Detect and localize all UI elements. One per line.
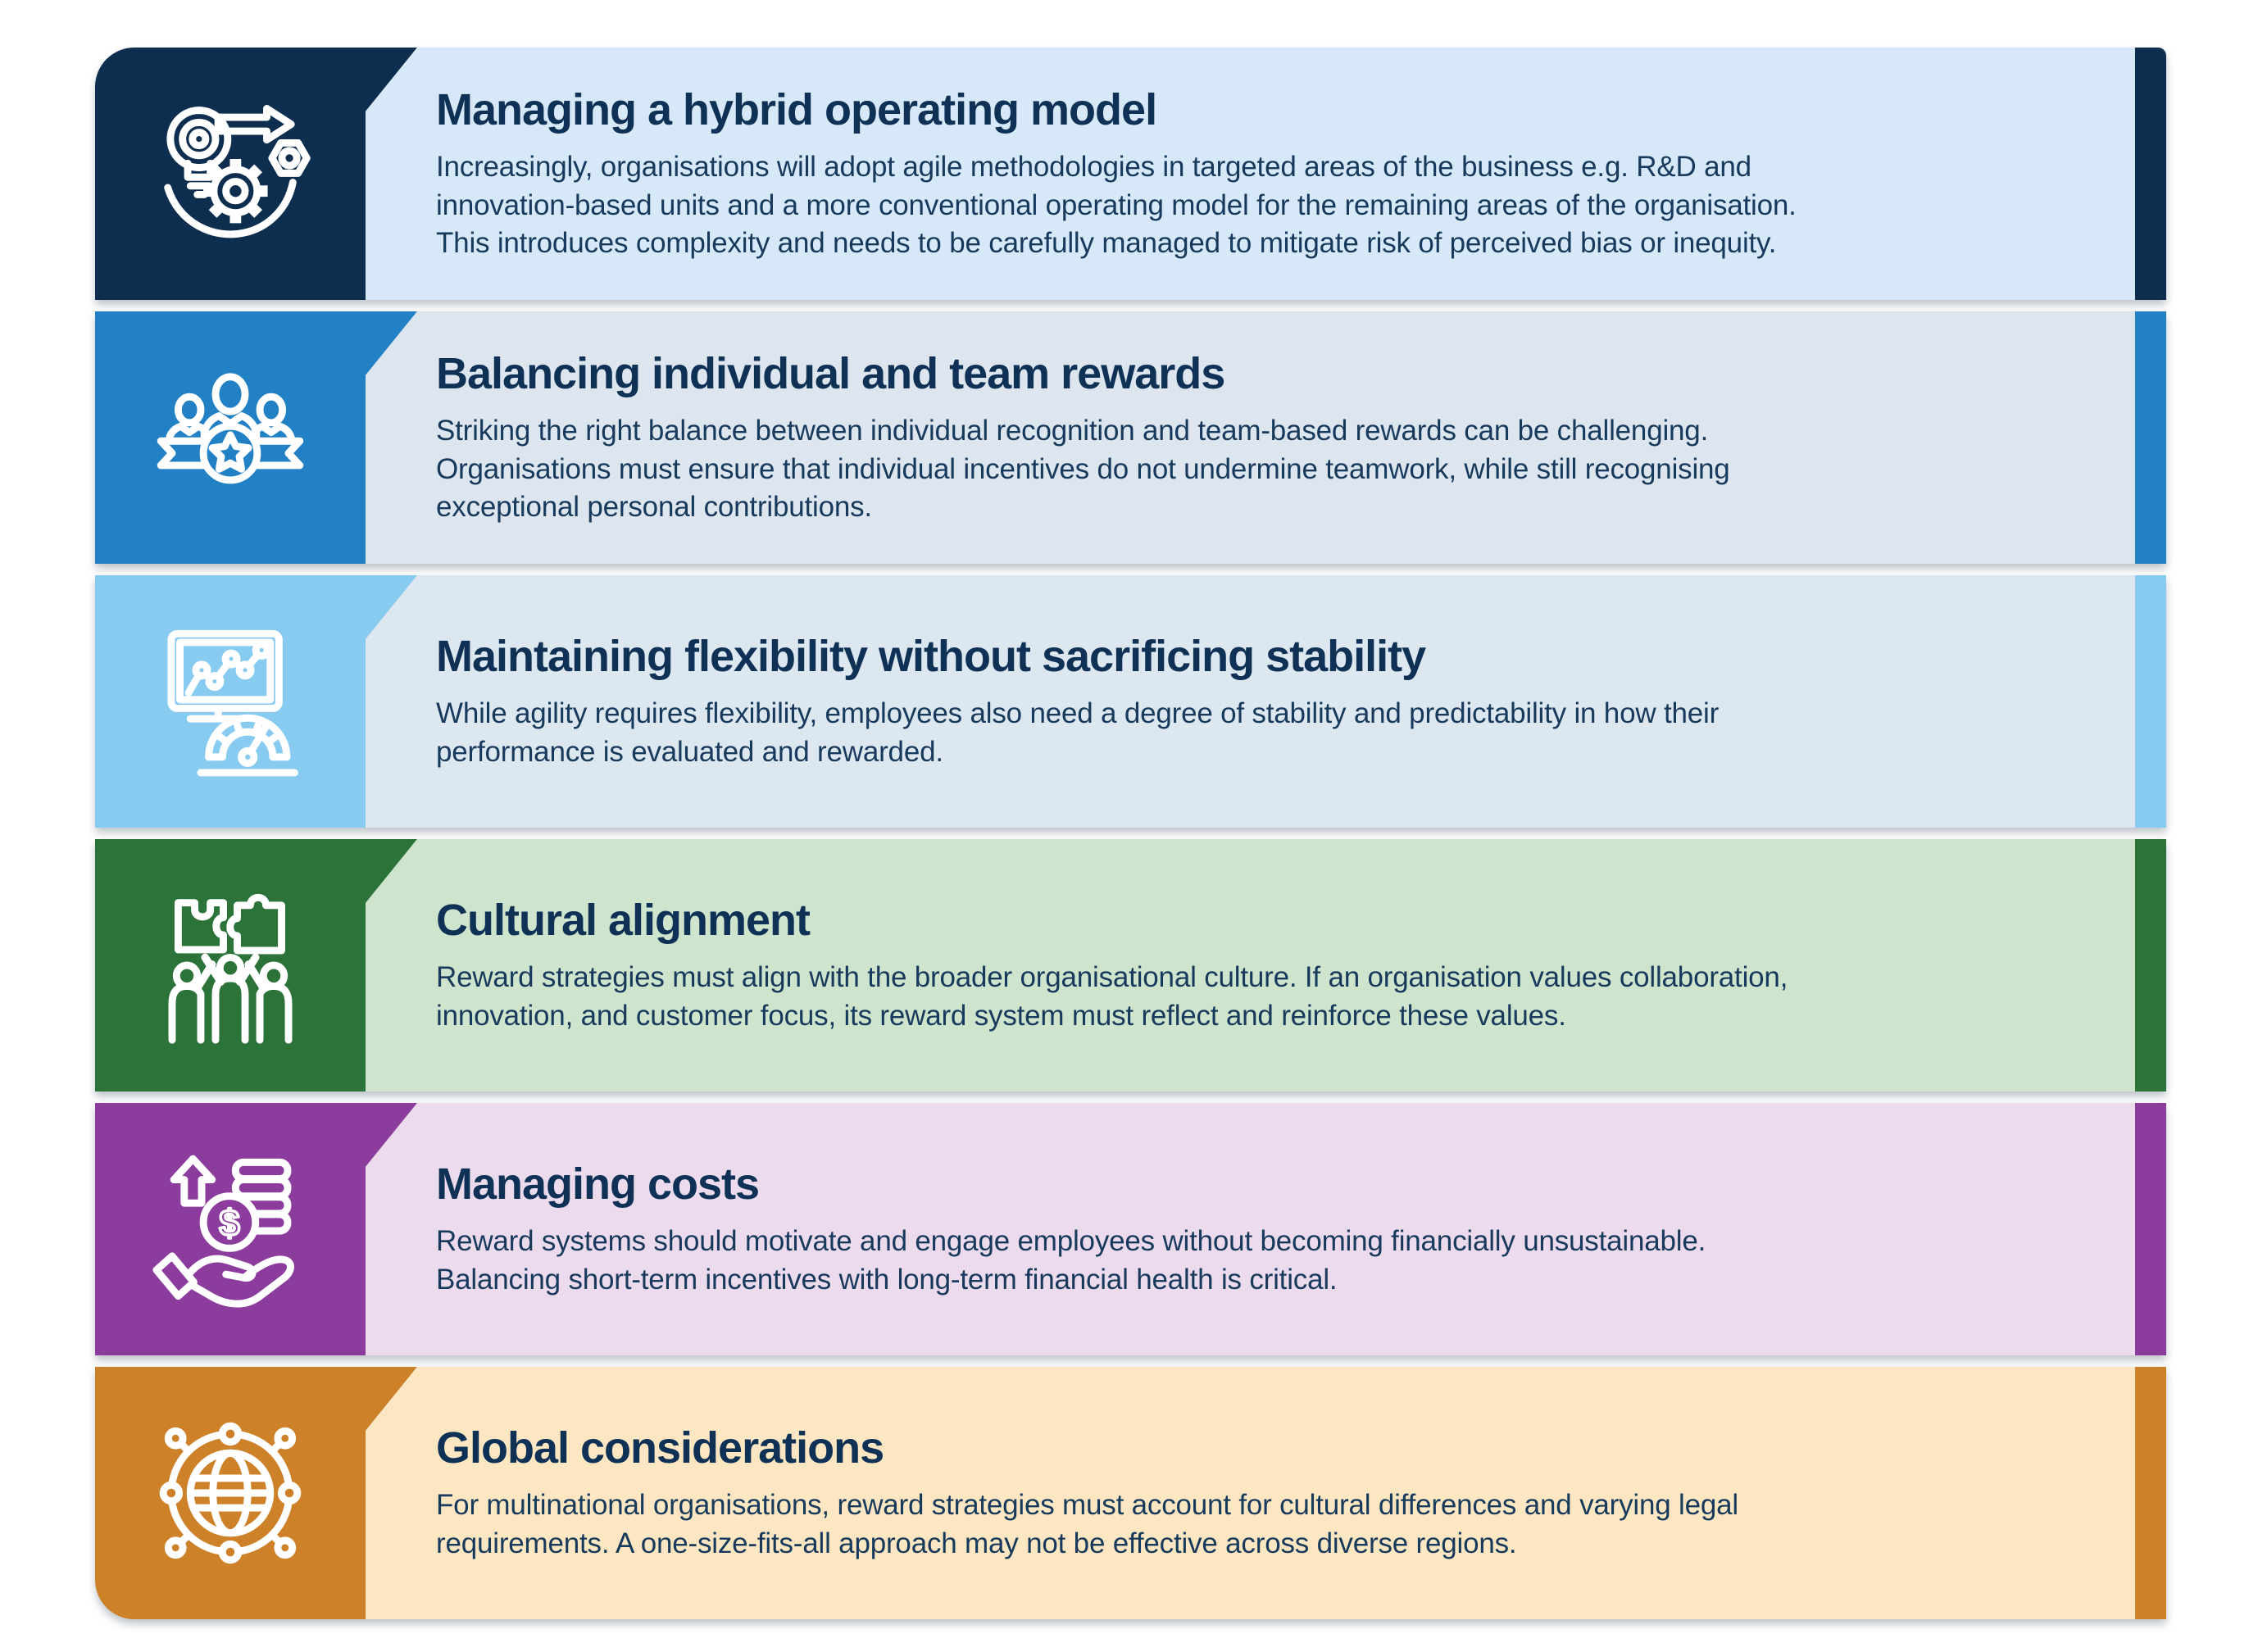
- challenge-title: Cultural alignment: [436, 896, 811, 946]
- puzzle-people-icon: [168, 893, 293, 1044]
- svg-text:$: $: [220, 1203, 240, 1243]
- hybrid-model-icon: [164, 105, 311, 238]
- hand-coins-icon: $: [152, 1155, 294, 1308]
- content-panel: Cultural alignment Reward strategies mus…: [366, 839, 2166, 1092]
- challenge-row-managing-costs: $ Managing costs Reward systems should m…: [95, 1103, 2166, 1355]
- content-panel: Maintaining flexibility without sacrific…: [366, 575, 2166, 828]
- challenges-infographic: Managing a hybrid operating model Increa…: [95, 48, 2166, 1619]
- challenge-title: Maintaining flexibility without sacrific…: [436, 632, 1426, 682]
- dashboard-gauge-icon: [167, 629, 298, 777]
- content-panel: Managing costs Reward systems should mot…: [366, 1103, 2166, 1355]
- challenge-description: Reward strategies must align with the br…: [436, 961, 1788, 1032]
- challenge-description: For multinational organisations, reward …: [436, 1489, 1738, 1559]
- challenge-description: Striking the right balance between indiv…: [436, 414, 1730, 524]
- challenge-description: Reward systems should motivate and engag…: [436, 1225, 1706, 1296]
- challenge-row-team-rewards: Balancing individual and team rewards St…: [95, 311, 2166, 564]
- content-panel: Balancing individual and team rewards St…: [366, 311, 2166, 564]
- challenge-description: Increasingly, organisations will adopt a…: [436, 150, 1797, 260]
- icon-panel: [95, 575, 366, 828]
- challenge-row-flexibility: Maintaining flexibility without sacrific…: [95, 575, 2166, 828]
- challenge-row-hybrid-model: Managing a hybrid operating model Increa…: [95, 48, 2166, 300]
- content-panel: Managing a hybrid operating model Increa…: [366, 48, 2166, 300]
- icon-panel: [95, 48, 366, 300]
- globe-network-icon: [159, 1422, 302, 1564]
- challenge-row-global-considerations: Global considerations For multinational …: [95, 1367, 2166, 1619]
- icon-panel: $: [95, 1103, 366, 1355]
- content-panel: Global considerations For multinational …: [366, 1367, 2166, 1619]
- icon-panel: [95, 1367, 366, 1619]
- challenge-title: Managing a hybrid operating model: [436, 84, 1157, 134]
- icon-panel: [95, 839, 366, 1092]
- challenge-description: While agility requires flexibility, empl…: [436, 697, 1720, 768]
- icon-panel: [95, 311, 366, 564]
- challenge-title: Global considerations: [436, 1423, 884, 1473]
- challenge-title: Balancing individual and team rewards: [436, 348, 1225, 398]
- team-rewards-icon: [157, 373, 304, 484]
- challenge-title: Managing costs: [436, 1160, 760, 1210]
- challenge-row-cultural-alignment: Cultural alignment Reward strategies mus…: [95, 839, 2166, 1092]
